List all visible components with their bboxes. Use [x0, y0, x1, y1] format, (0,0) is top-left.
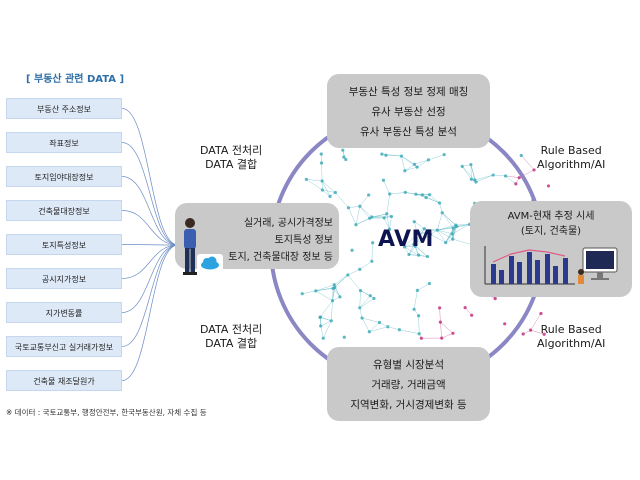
box-line: (토지, 건축물): [520, 226, 582, 237]
data-source-item: 국토교통부신고 실거래가정보: [6, 336, 122, 357]
data-source-item: 토지특성정보: [6, 234, 122, 255]
connector-line: [121, 244, 179, 347]
bar-chart-icon: [484, 246, 618, 285]
data-source-item: 좌표정보: [6, 132, 122, 153]
data-source-item: 공시지가정보: [6, 268, 122, 289]
box-line: 실거래, 공시가격정보: [243, 218, 333, 229]
box-line: 유사 부동산 선정: [371, 106, 446, 118]
monitor-icon: [578, 247, 618, 284]
connector-line: [121, 244, 179, 381]
connector-line: [121, 244, 179, 313]
box-line: 유형별 시장분석: [373, 359, 444, 371]
box-line: 토지, 건축물대장 정보 등: [228, 252, 333, 263]
box-line: 부동산 특성 정보 정제 매칭: [348, 86, 469, 98]
connector-line: [121, 108, 179, 246]
box-line: AVM-현재 추정 시세: [507, 211, 595, 222]
connector-line: [121, 244, 179, 246]
box-line: 거래량, 거래금액: [371, 379, 446, 391]
box-line: 토지특성 정보: [274, 235, 333, 246]
data-source-item: 건축물 재조달원가: [6, 370, 122, 391]
related-data-header: [ 부동산 관련 DATA ]: [25, 74, 125, 85]
person-icon: [183, 218, 197, 275]
avm-center-label: AVM: [378, 227, 434, 252]
box-line: 유사 부동산 특성 분석: [360, 126, 457, 138]
connector-line: [121, 142, 179, 246]
footnote: ※ 데이터 : 국토교통부, 행정안전부, 한국부동산원, 자체 수집 등: [6, 408, 207, 417]
connector-line: [121, 176, 179, 246]
market-analysis-box: 유형별 시장분석 거래량, 거래금액 지역변화, 거시경제변화 등: [327, 347, 490, 421]
data-source-item: 부동산 주소정보: [6, 98, 122, 119]
matching-analysis-box: 부동산 특성 정보 정제 매칭 유사 부동산 선정 유사 부동산 특성 분석: [327, 74, 490, 148]
connector-line: [121, 244, 179, 279]
data-source-item: 토지임야대장정보: [6, 166, 122, 187]
data-source-item: 지가변동률: [6, 302, 122, 323]
box-line: 지역변화, 거시경제변화 등: [350, 399, 467, 411]
connector-line: [121, 210, 179, 246]
data-source-item: 건축물대장정보: [6, 200, 122, 221]
cloud-icon: [197, 254, 223, 272]
